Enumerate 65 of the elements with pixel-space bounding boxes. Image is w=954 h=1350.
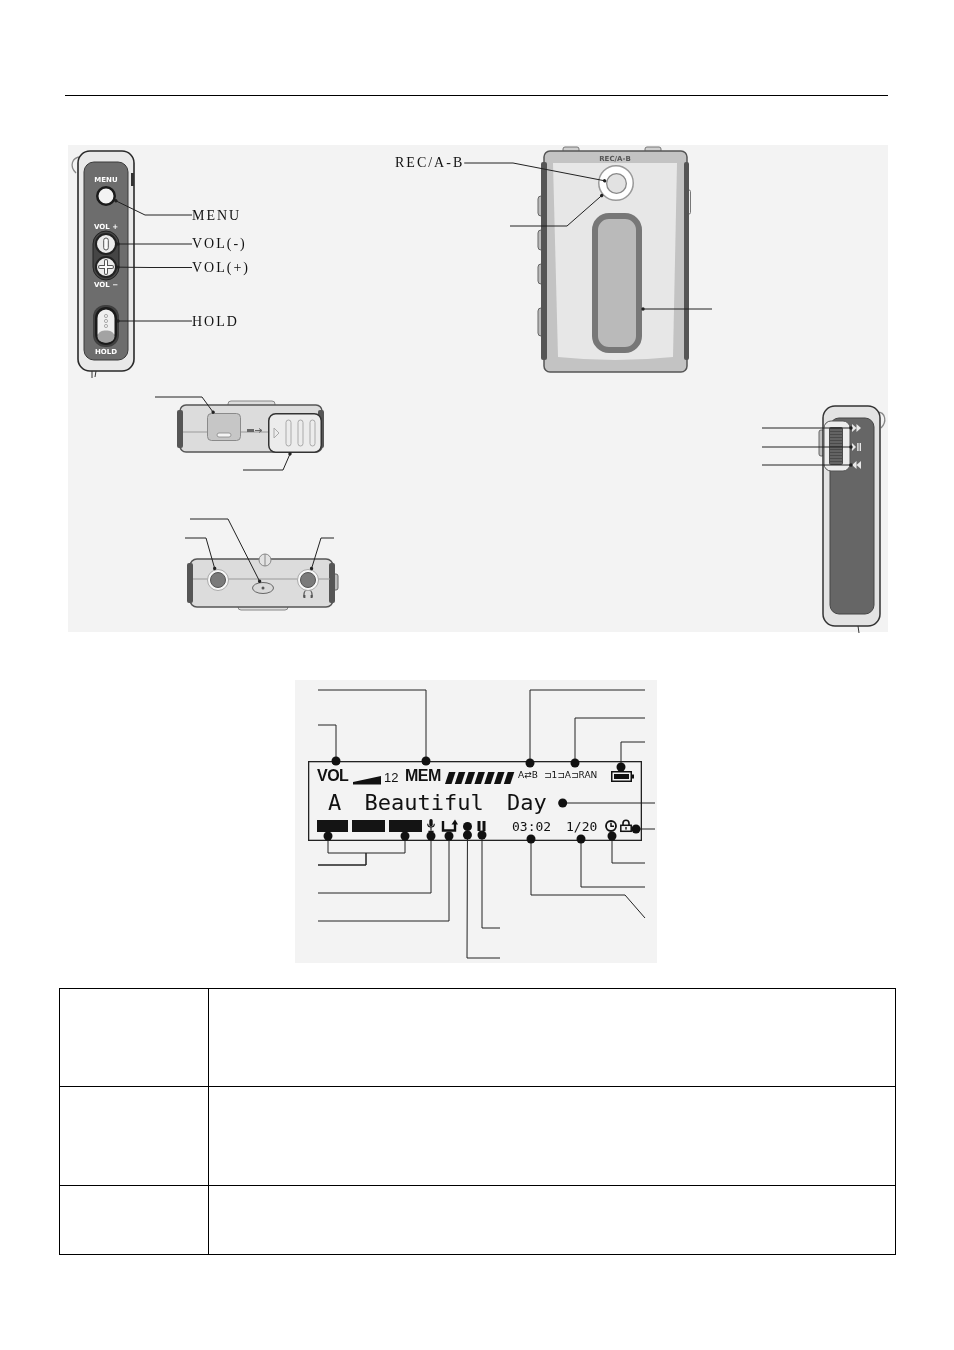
leader-line [463, 162, 607, 183]
leader-line [761, 445, 853, 449]
usb-port-cover [207, 413, 241, 441]
leader-line [114, 199, 193, 216]
memory-label: MEM [403, 765, 443, 786]
microphone-icon [427, 819, 435, 832]
repeat-mode-indicator: ⊐1⊐A⊐RAN [544, 767, 598, 783]
leader-line [607, 831, 646, 864]
ab-repeat-indicator: A⇄B [518, 767, 538, 783]
leader-line [477, 830, 501, 929]
button-ring [598, 165, 634, 201]
leader-line [317, 689, 431, 766]
microphone-hole [252, 582, 274, 594]
battery-icon [611, 771, 634, 782]
record-dot-icon [463, 822, 472, 831]
display-window [592, 213, 642, 353]
leader-line [317, 831, 410, 866]
rewind-icon [852, 461, 861, 469]
leader-line [576, 834, 646, 888]
leader-line [462, 830, 501, 959]
lcd-display [308, 761, 642, 841]
part-label: MENU [192, 207, 242, 224]
battery-cover [268, 413, 322, 453]
fast-forward-icon [852, 424, 861, 432]
leader-line [317, 831, 454, 922]
headphone-jack [297, 569, 319, 591]
leader-line [509, 193, 604, 227]
track-counter: 1/20 [564, 818, 600, 835]
pause-icon [477, 821, 486, 831]
leader-line [761, 463, 853, 467]
leader-line [525, 689, 646, 768]
hold-switch [95, 307, 117, 345]
leader-line [317, 831, 436, 894]
clock-icon [605, 820, 617, 832]
leader-line [242, 452, 292, 471]
leader-line [184, 537, 217, 571]
leader-line [189, 518, 262, 583]
eq-mode-bar [352, 820, 385, 832]
leader-line [631, 824, 656, 834]
leader-line [116, 242, 193, 246]
volume-number: 12 [384, 771, 399, 785]
part-label: HOLD [192, 313, 239, 330]
part-label: VOL(-) [192, 235, 247, 252]
leader-line [641, 307, 713, 311]
leader-line [570, 717, 646, 768]
eq-mode-bar [317, 820, 348, 832]
leader-line [761, 426, 853, 430]
leader-line [116, 319, 193, 323]
leader-line [616, 741, 646, 772]
leader-line [116, 265, 193, 269]
lock-icon [620, 819, 632, 832]
volume-label: VOL [315, 765, 351, 786]
line-in-jack [207, 569, 229, 591]
part-label: VOL(+) [192, 259, 250, 276]
leader-line [154, 396, 215, 414]
leader-line [309, 537, 335, 571]
song-title: A Beautiful Day [324, 789, 559, 816]
eq-mode-bar [389, 820, 422, 832]
leader-line [558, 798, 656, 808]
leader-line [526, 834, 646, 919]
elapsed-time: 03:02 [510, 818, 554, 835]
play-pause-icon [852, 442, 861, 452]
leader-line [317, 724, 341, 766]
part-label: REC/A-B [395, 154, 465, 171]
loop-arrow-icon [441, 819, 458, 832]
